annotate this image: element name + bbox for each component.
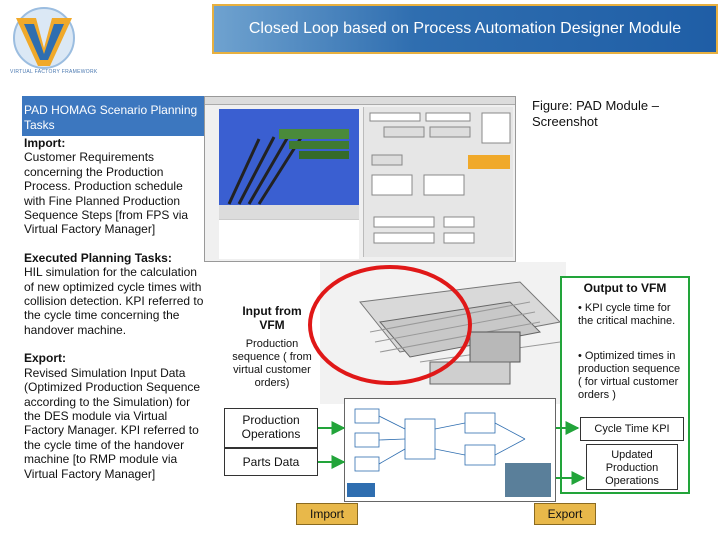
machine-render-icon: [320, 262, 566, 404]
import-button[interactable]: Import: [296, 503, 358, 525]
production-sequence-label: Production sequence ( from virtual custo…: [232, 338, 312, 389]
production-operations-box: Production Operations: [224, 408, 318, 448]
header: VIRTUAL FACTORY FRAMEWORK Closed Loop ba…: [0, 0, 720, 75]
panel-heading-bar: [22, 96, 206, 136]
screenshot-settings-panel: [363, 107, 513, 257]
executed-label: Executed Planning Tasks:: [24, 250, 172, 265]
input-from-vfm-title: Input from VFM: [242, 304, 302, 332]
export-block: Export: Revised Simulation Input Data (O…: [24, 351, 204, 481]
settings-form-icon: [369, 112, 511, 244]
output-to-vfm-box: Output to VFM • KPI cycle time for the c…: [560, 276, 690, 494]
pad-module-screenshot: [204, 96, 516, 262]
panel-body: Import: Customer Requirements concerning…: [24, 136, 204, 495]
vff-logo-icon: [13, 7, 75, 69]
export-button[interactable]: Export: [534, 503, 596, 525]
output-title: Output to VFM: [583, 281, 667, 295]
figure-caption: Figure: PAD Module – Screenshot: [532, 98, 659, 129]
executed-text: HIL simulation for the calculation of ne…: [24, 265, 204, 337]
updated-operations-box: Updated Production Operations: [586, 444, 678, 490]
title-banner: Closed Loop based on Process Automation …: [212, 4, 718, 54]
page-title: Closed Loop based on Process Automation …: [248, 20, 682, 37]
output-kpi-item: • KPI cycle time for the critical machin…: [578, 302, 676, 327]
import-text: Customer Requirements concerning the Pro…: [24, 150, 189, 237]
import-label: Import:: [24, 136, 66, 150]
block-diagram-icon: [347, 408, 551, 497]
output-optimized-item: • Optimized times in production sequence…: [578, 350, 681, 401]
cycle-time-kpi-box: Cycle Time KPI: [580, 417, 684, 441]
3d-simulation-view: [219, 109, 359, 219]
parts-data-box: Parts Data: [224, 448, 318, 476]
conveyor-render-icon: [219, 129, 359, 219]
import-block: Import: Customer Requirements concerning…: [24, 136, 204, 237]
logo-text: VIRTUAL FACTORY FRAMEWORK: [10, 69, 98, 75]
panel-heading: PAD HOMAG Scenario Planning Tasks: [24, 103, 198, 132]
screenshot-titlebar: [205, 97, 515, 105]
export-label: Export:: [24, 351, 66, 366]
machine-simulation-image: [320, 262, 566, 404]
export-text: Revised Simulation Input Data (Optimized…: [24, 365, 201, 481]
screenshot-log-area: [219, 219, 359, 259]
planning-tasks-panel: PAD HOMAG Scenario Planning Tasks Import…: [22, 96, 206, 510]
simulation-block-diagram: [344, 398, 556, 502]
executed-block: Executed Planning Tasks: HIL simulation …: [24, 251, 204, 337]
